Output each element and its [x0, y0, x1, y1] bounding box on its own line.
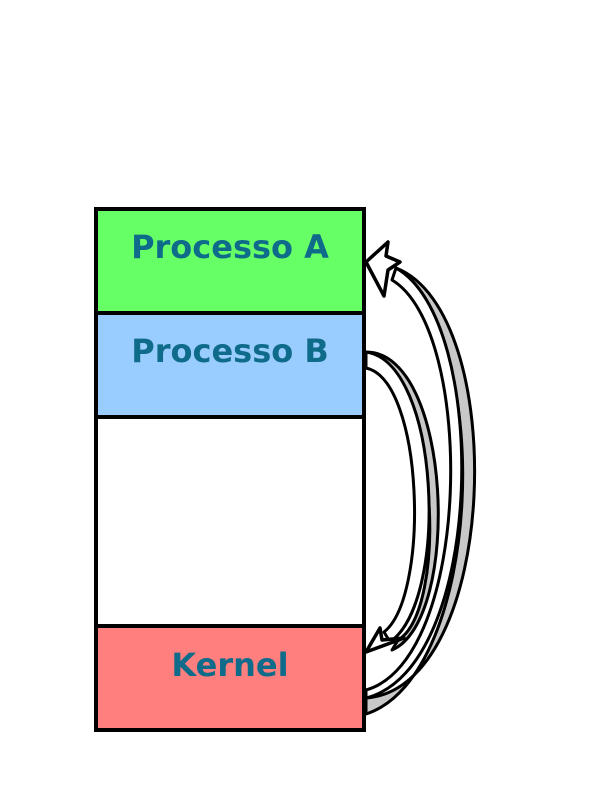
- processo-b-block: [94, 311, 366, 419]
- processo-a-label: Processo A: [131, 228, 329, 266]
- processo-b-to-kernel-arrow: [364, 350, 440, 654]
- kernel-block: [94, 624, 366, 732]
- processo-b-label: Processo B: [131, 332, 329, 370]
- processo-a-block: [94, 207, 366, 315]
- kernel-to-processo-a-arrow: [364, 240, 477, 716]
- free-memory-block: [94, 415, 366, 628]
- kernel-label: Kernel: [171, 646, 288, 684]
